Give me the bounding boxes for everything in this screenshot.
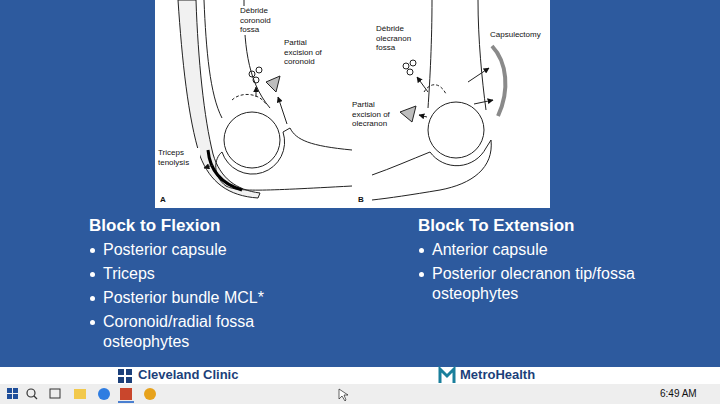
- column-heading: Block to Flexion: [89, 215, 309, 236]
- arrow: [417, 77, 428, 92]
- arrow: [468, 68, 489, 82]
- debris: [407, 69, 413, 75]
- debris: [249, 71, 255, 77]
- ulna: [430, 140, 491, 166]
- excised-fragment: [266, 76, 280, 92]
- powerpoint-icon: [120, 388, 132, 400]
- bullet-dot: [90, 248, 95, 253]
- debris: [253, 77, 259, 83]
- humerus: [428, 0, 432, 108]
- task-view-icon: [50, 389, 60, 398]
- column-heading: Block To Extension: [418, 215, 658, 236]
- bullet-dot: [419, 248, 424, 253]
- trochlea: [428, 102, 484, 158]
- callout-label: Partial excision of coronoid: [284, 38, 330, 67]
- search-icon: [27, 389, 35, 397]
- coronoid-fossa: [232, 94, 266, 104]
- ulna: [372, 152, 430, 175]
- arrow: [204, 165, 213, 168]
- bullet-dot: [90, 272, 95, 277]
- callout-label: Débride coronoid fossa: [240, 6, 280, 35]
- olecranon-fossa: [424, 85, 446, 94]
- app-icon: [144, 388, 156, 400]
- debris: [410, 60, 416, 66]
- arrow: [278, 97, 287, 124]
- callout-label: Partial excision of olecranon: [352, 100, 398, 129]
- taskbar: [0, 384, 720, 404]
- bullet-item: Triceps: [103, 264, 303, 284]
- start-button: [7, 388, 18, 399]
- capsule: [492, 46, 505, 116]
- figure-panel: [155, 0, 550, 208]
- debris: [403, 63, 409, 69]
- elbow-drawing-a: [178, 0, 352, 198]
- callout-label: Capsulectomy: [490, 30, 548, 40]
- logo-strip: [0, 367, 720, 384]
- callout-label: Triceps tenolysis: [158, 148, 200, 167]
- bullet-item: Anterior capsule: [432, 240, 672, 260]
- ulna: [222, 128, 352, 174]
- excised-fragment: [400, 106, 416, 122]
- ulna: [216, 152, 352, 190]
- mouse-cursor: [339, 389, 348, 401]
- debris: [256, 67, 262, 73]
- metrohealth-icon: [440, 369, 454, 383]
- cleveland-clinic-icon: [118, 369, 132, 383]
- search-icon: [34, 396, 37, 399]
- callout-label: Débride olecranon fossa: [376, 24, 422, 53]
- bullet-item: Posterior bundle MCL*: [103, 288, 303, 308]
- bullet-item: Posterior capsule: [103, 240, 303, 260]
- bullet-dot: [90, 320, 95, 325]
- browser-icon: [98, 388, 110, 400]
- bullet-dot: [90, 296, 95, 301]
- figure-letter: A: [160, 195, 172, 205]
- bullet-item: Coronoid/radial fossa osteophytes: [103, 312, 278, 352]
- bullet-dot: [419, 272, 424, 277]
- arrow: [474, 100, 493, 104]
- tenolysis-arc: [208, 150, 242, 190]
- figure-letter: B: [358, 195, 370, 205]
- active-indicator: [118, 401, 134, 403]
- clock-time: 6:49 AM: [660, 387, 716, 400]
- logo-text: Cleveland Clinic: [138, 367, 298, 383]
- humerus: [478, 0, 486, 110]
- arrow: [256, 87, 257, 97]
- logo-text: MetroHealth: [460, 367, 620, 383]
- bullet-item: Posterior olecranon tip/fossa osteophyte…: [432, 264, 672, 304]
- humerus: [204, 0, 222, 118]
- arrow: [419, 115, 427, 117]
- trochlea: [224, 112, 280, 168]
- ulna: [372, 140, 491, 200]
- folder-icon: [74, 389, 86, 399]
